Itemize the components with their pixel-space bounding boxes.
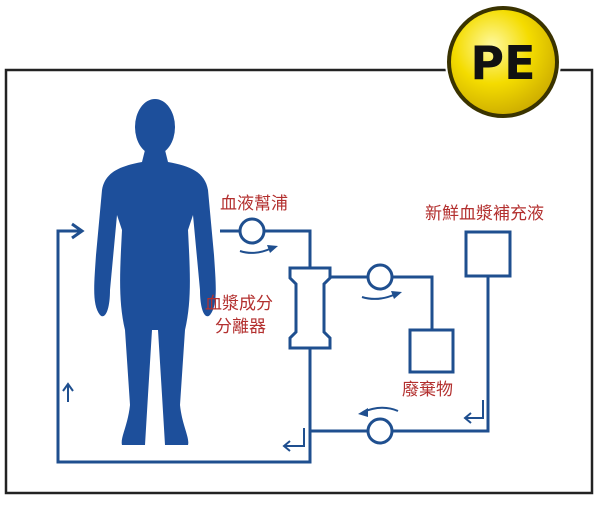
rotation-arrow-icon bbox=[361, 293, 397, 300]
fresh-plasma-container bbox=[464, 230, 512, 278]
rotation-arrow-icon bbox=[239, 247, 273, 254]
plasma-pump-icon bbox=[366, 263, 394, 291]
pe-badge: PE bbox=[445, 4, 561, 120]
human-body-icon bbox=[94, 99, 216, 445]
separator-label-line1: 血漿成分 bbox=[205, 294, 273, 314]
waste-container bbox=[408, 328, 455, 374]
blood-pump-label: 血液幫浦 bbox=[220, 194, 288, 214]
fresh-plasma-label: 新鮮血漿補充液 bbox=[425, 204, 544, 224]
blood-pump-icon bbox=[238, 217, 266, 245]
waste-label: 廢棄物 bbox=[402, 380, 453, 400]
pe-badge-text: PE bbox=[470, 36, 535, 90]
outer-frame bbox=[4, 68, 594, 495]
return-arrow-icon bbox=[282, 428, 305, 452]
rotation-arrow-icon bbox=[362, 406, 399, 413]
arrow-right-icon bbox=[71, 222, 85, 240]
arrow-up-icon bbox=[62, 382, 74, 402]
replacement-pump-icon bbox=[366, 417, 394, 445]
separator-label-line2: 分離器 bbox=[215, 317, 266, 337]
plasma-separator bbox=[288, 266, 332, 350]
return-arrow-icon bbox=[463, 400, 484, 424]
